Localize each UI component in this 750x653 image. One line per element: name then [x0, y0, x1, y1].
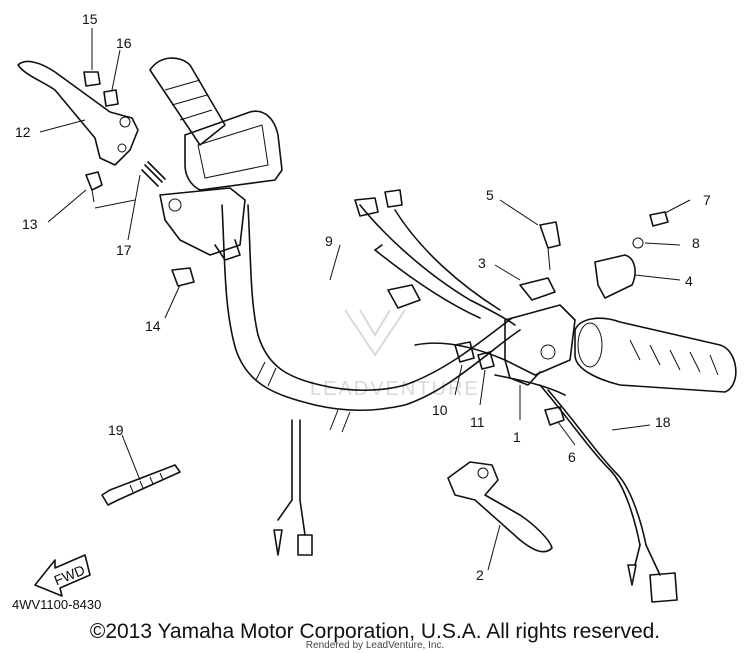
right-grip — [574, 317, 737, 393]
callout-12: 12 — [15, 124, 31, 140]
callout-13: 13 — [22, 216, 38, 232]
cables — [273, 189, 678, 603]
cable-tie — [101, 464, 181, 506]
callout-15: 15 — [82, 11, 98, 27]
callout-19: 19 — [108, 422, 124, 438]
rendered-by-text: Rendered by LeadVenture, Inc. — [305, 640, 445, 651]
leader-lines — [39, 28, 691, 571]
right-switch-assembly — [504, 211, 669, 426]
diagram-code: 4WV1100-8430 — [12, 597, 102, 612]
callout-3: 3 — [478, 255, 486, 271]
handlebar — [221, 204, 521, 433]
watermark-text: LEADVENTURE — [310, 378, 480, 400]
callout-11: 11 — [470, 414, 485, 430]
left-grip-assembly — [149, 57, 283, 261]
fwd-arrow-icon: FWD — [34, 554, 91, 597]
callout-14: 14 — [145, 318, 161, 334]
callout-18: 18 — [655, 414, 671, 430]
callout-7: 7 — [703, 192, 711, 208]
callout-10: 10 — [432, 402, 448, 418]
callout-numbers: 15 16 12 13 17 14 9 5 3 7 8 4 10 11 1 6 … — [15, 11, 711, 583]
watermark-logo: LEADVENTURE — [310, 309, 480, 400]
left-brake-lever — [17, 60, 139, 166]
callout-8: 8 — [692, 235, 700, 251]
left-hardware — [83, 71, 195, 287]
copyright-text: ©2013 Yamaha Motor Corporation, U.S.A. A… — [89, 620, 661, 643]
callout-1: 1 — [513, 429, 521, 445]
callout-6: 6 — [568, 449, 576, 465]
callout-4: 4 — [685, 273, 693, 289]
callout-2: 2 — [476, 567, 484, 583]
callout-16: 16 — [116, 35, 132, 51]
right-brake-lever — [447, 461, 553, 553]
callout-5: 5 — [486, 187, 494, 203]
callout-17: 17 — [116, 242, 132, 258]
callout-9: 9 — [325, 233, 333, 249]
